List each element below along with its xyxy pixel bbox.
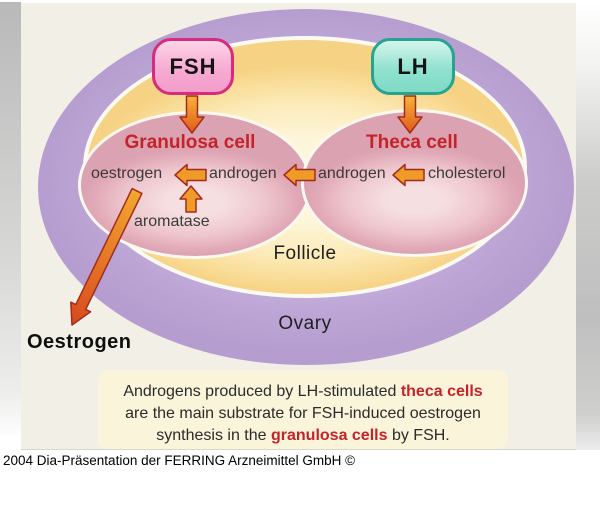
follicle-label: Follicle — [273, 243, 337, 264]
lh-label: LH — [397, 53, 429, 79]
info-granulosa-highlight: granulosa cells — [271, 427, 388, 444]
info-line3-suffix: by FSH. — [387, 427, 450, 444]
info-theca-highlight: theca cells — [400, 383, 483, 400]
granulosa-androgen-label: androgen — [209, 165, 277, 182]
left-gradient-strip — [0, 2, 21, 435]
ovary-label: Ovary — [278, 313, 332, 334]
lh-box: LH — [371, 38, 455, 95]
fsh-label: FSH — [169, 53, 217, 79]
info-line3-text: synthesis in the — [156, 427, 271, 444]
theca-androgen-label: androgen — [318, 165, 386, 182]
right-gradient-strip — [576, 2, 600, 450]
theca-cell-title: Theca cell — [366, 132, 458, 153]
copyright-caption: 2004 Dia-Präsentation der FERRING Arznei… — [3, 453, 356, 468]
oestrogen-output-label: Oestrogen — [27, 331, 132, 353]
theca-cholesterol-label: cholesterol — [428, 165, 506, 182]
info-line1-text: Androgens produced by LH-stimulated — [123, 383, 401, 400]
aromatase-label: aromatase — [134, 213, 210, 230]
info-line2-text: are the main substrate for FSH-induced o… — [125, 405, 481, 422]
fsh-box: FSH — [152, 38, 234, 95]
granulosa-oestrogen-label: oestrogen — [91, 165, 163, 182]
info-box: Androgens produced by LH-stimulated thec… — [98, 370, 508, 449]
granulosa-cell-title: Granulosa cell — [124, 132, 256, 153]
